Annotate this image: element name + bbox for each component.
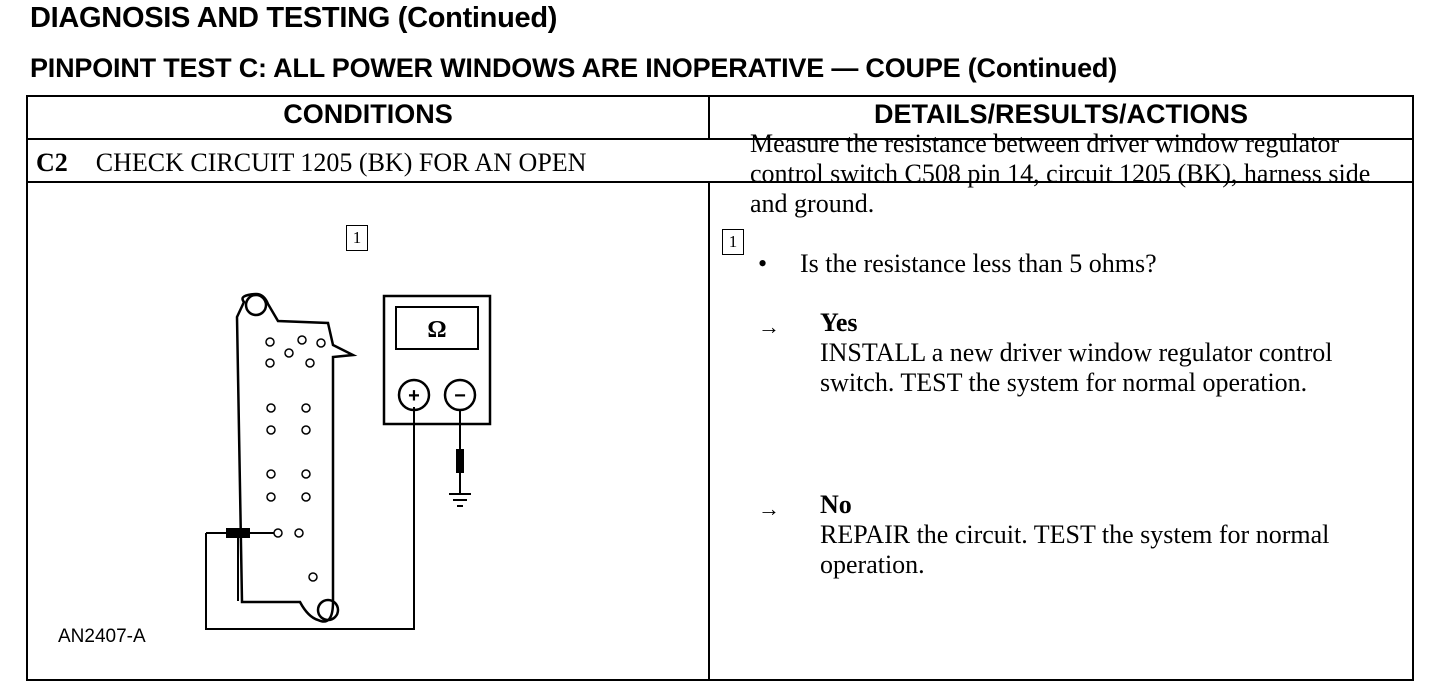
conditions-header: CONDITIONS (283, 99, 453, 129)
step-row: C2 CHECK CIRCUIT 1205 (BK) FOR AN OPEN (36, 148, 586, 178)
details-header: DETAILS/RESULTS/ACTIONS (873, 99, 1248, 129)
test-table: CONDITIONS DETAILS/RESULTS/ACTIONS C2 CHE… (26, 95, 1414, 681)
instruction-text: Measure the resistance between driver wi… (750, 129, 1371, 218)
test-title: PINPOINT TEST C: ALL POWER WINDOWS ARE I… (30, 53, 1117, 83)
step-id: C2 (36, 148, 68, 177)
ohm-symbol: Ω (427, 317, 446, 343)
probe-tip (226, 528, 250, 538)
positive-terminal (397, 378, 431, 412)
question-text: Is the resistance less than 5 ohms? (800, 249, 1157, 278)
plus-icon: + (408, 385, 420, 407)
minus-icon: − (454, 385, 466, 407)
wiring-diagram: Ω + − (205, 292, 492, 630)
step-divider (28, 181, 1412, 183)
no-action: REPAIR the circuit. TEST the system for … (820, 520, 1330, 579)
arrow-right-icon: → (758, 496, 780, 521)
multimeter (382, 294, 492, 426)
figure-callout: 1 (346, 225, 368, 251)
connector-pins (265, 335, 326, 582)
yes-label: Yes (820, 308, 858, 337)
section-title: DIAGNOSIS AND TESTING (Continued) (30, 2, 558, 34)
column-divider-top (708, 97, 710, 138)
arrow-right-icon: → (758, 314, 780, 339)
ground-probe (456, 449, 464, 473)
connector-outline (235, 292, 358, 623)
yes-action: INSTALL a new driver window regulator co… (820, 338, 1333, 397)
figure-id: AN2407-A (58, 626, 146, 647)
no-label: No (820, 490, 852, 519)
header-divider (28, 138, 1412, 140)
meter-display (395, 306, 479, 350)
connector-bottom-hole (316, 598, 340, 622)
column-divider (708, 181, 710, 679)
bullet-icon: • (758, 249, 768, 278)
ground-icon (449, 493, 471, 507)
probe-wire (205, 407, 415, 630)
details-callout: 1 (722, 229, 744, 255)
connector-top-hole (244, 293, 268, 317)
step-title: CHECK CIRCUIT 1205 (BK) FOR AN OPEN (95, 148, 587, 177)
